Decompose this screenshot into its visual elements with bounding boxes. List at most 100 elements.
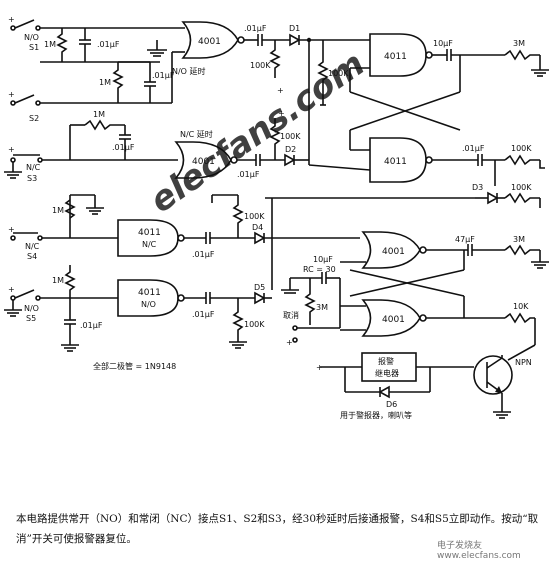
cap-label: .01μF (97, 40, 120, 49)
resistor-label: 10K (513, 302, 529, 311)
resistor-label: 100K (250, 61, 271, 70)
s5-label: S5 (26, 314, 36, 323)
plus-mark: + (8, 225, 15, 234)
diode-label: D3 (472, 183, 483, 192)
gate-label: 4001 (382, 247, 405, 257)
gate-4001-nc-delay: 4001 N/C 延时 (174, 129, 238, 179)
cap-label: 47μF (455, 235, 475, 244)
s1-type: N/O (24, 33, 39, 42)
resistor-label: 1M (99, 78, 111, 87)
resistor-label: 100K (280, 132, 301, 141)
gate-caption: N/O 延时 (172, 66, 206, 76)
diode-label: D6 (386, 400, 397, 409)
figure-caption: 本电路提供常开（NO）和常闭（NC）接点S1、S2和S3，经30秒延时后接通报警… (16, 513, 539, 545)
cap-label: .01μF (244, 24, 267, 33)
diode-d3 (487, 191, 499, 205)
gate-4011-bottom: 4011 (369, 137, 433, 183)
resistor-1m (56, 28, 68, 62)
gate-label: 4011 (384, 52, 407, 62)
cap-label: .01μF (192, 310, 215, 319)
cancel-label: 取消 (283, 310, 299, 320)
resistor-label: 1M (52, 276, 64, 285)
gate-4011-no: 4011 N/O (117, 279, 185, 317)
circuit-schematic: + N/O S1 1M .01μF + S2 1M (4, 15, 549, 420)
cap-label: .01μF (192, 250, 215, 259)
cancel-switch (292, 325, 298, 331)
gate-label: 4011 (384, 157, 407, 167)
diode-d6 (378, 385, 390, 399)
gate-label: 4011 (138, 228, 161, 238)
plus-mark: + (8, 90, 15, 99)
s1-label: S1 (29, 43, 39, 52)
relay-use-note: 用于警报器，喇叭等 (340, 410, 412, 420)
resistor-label: 100K (511, 183, 532, 192)
gate-4011-nc: 4011 N/C (117, 219, 185, 257)
npn-transistor: NPN (473, 355, 532, 395)
switch-s2 (14, 94, 35, 104)
gate-4001-latch-bottom: 4001 (361, 299, 427, 337)
npn-label: NPN (515, 358, 532, 367)
plus-mark: + (316, 363, 323, 372)
s5-type: N/O (24, 304, 39, 313)
gate-caption: N/C (142, 240, 157, 249)
s2-label: S2 (29, 114, 39, 123)
switch-s4-block: + N/C S4 1M (8, 194, 118, 261)
plus-mark: + (8, 145, 15, 154)
plus-mark: + (277, 86, 284, 95)
plus-mark: + (8, 285, 15, 294)
gate-4001-latch-top: 4001 (361, 231, 427, 269)
alarm-relay: 报警 继电器 (361, 352, 417, 382)
plus-mark: + (8, 15, 15, 24)
resistor-label: 1M (93, 110, 105, 119)
resistor-label: 100K (328, 69, 349, 78)
switch-s1-block: + N/O S1 1M .01μF (8, 15, 185, 63)
cap-label: .01μF (80, 321, 103, 330)
cap-label: .01μF (237, 170, 260, 179)
switch-s3-block: + N/C S3 1M .01μF (4, 110, 178, 183)
gate-4001-no-delay: 4001 N/O 延时 (172, 21, 245, 76)
resistor-label: 1M (52, 206, 64, 215)
switch-s5 (14, 289, 35, 299)
cap-label: 10μF (433, 39, 453, 48)
gate-caption: N/C 延时 (180, 129, 213, 139)
diodes-note: 全部二极管 = 1N9148 (93, 361, 176, 371)
diode-label: D5 (254, 283, 265, 292)
site-logo: 电子发烧友 www.elecfans.com (437, 541, 521, 561)
s4-type: N/C (25, 242, 40, 251)
cap-label: .01μF (112, 143, 135, 152)
s3-label: S3 (27, 174, 37, 183)
diode-label: D1 (289, 24, 300, 33)
gate-label: 4001 (382, 315, 405, 325)
gate-label: 4001 (192, 157, 215, 167)
cap-label: .01μF (462, 144, 485, 153)
resistor-100k (269, 40, 281, 78)
resistor-label: 100K (244, 212, 265, 221)
resistor-label: 3M (316, 303, 328, 312)
s3-type: N/C (26, 163, 41, 172)
resistor-3m (504, 49, 540, 61)
diode-d1 (289, 33, 301, 47)
s4-label: S4 (27, 252, 37, 261)
plus-mark: + (286, 338, 293, 347)
cap-label: .01μF (152, 71, 175, 80)
gate-label: 4011 (138, 288, 161, 298)
switch-s5-block: + N/O S5 1M .01μF (4, 265, 118, 352)
diode-d2 (284, 153, 296, 167)
diode-d5 (254, 291, 266, 305)
switch-s1 (14, 19, 35, 29)
diode-label: D4 (252, 223, 263, 232)
resistor-label: 3M (513, 235, 525, 244)
diode-label: D2 (285, 145, 296, 154)
resistor-label: 100K (244, 320, 265, 329)
diode-d4 (254, 231, 266, 245)
relay-label: 继电器 (375, 368, 399, 378)
relay-label: 报警 (378, 356, 394, 366)
gate-caption: N/O (141, 300, 156, 309)
gate-4011-top: 4011 (369, 33, 433, 77)
resistor-label: 3M (513, 39, 525, 48)
plus-mark: + (278, 109, 285, 118)
resistor-label: 1M (44, 40, 56, 49)
gate-label: 4001 (198, 37, 221, 47)
cap-label: 10μF (313, 255, 333, 264)
resistor-label: 100K (511, 144, 532, 153)
